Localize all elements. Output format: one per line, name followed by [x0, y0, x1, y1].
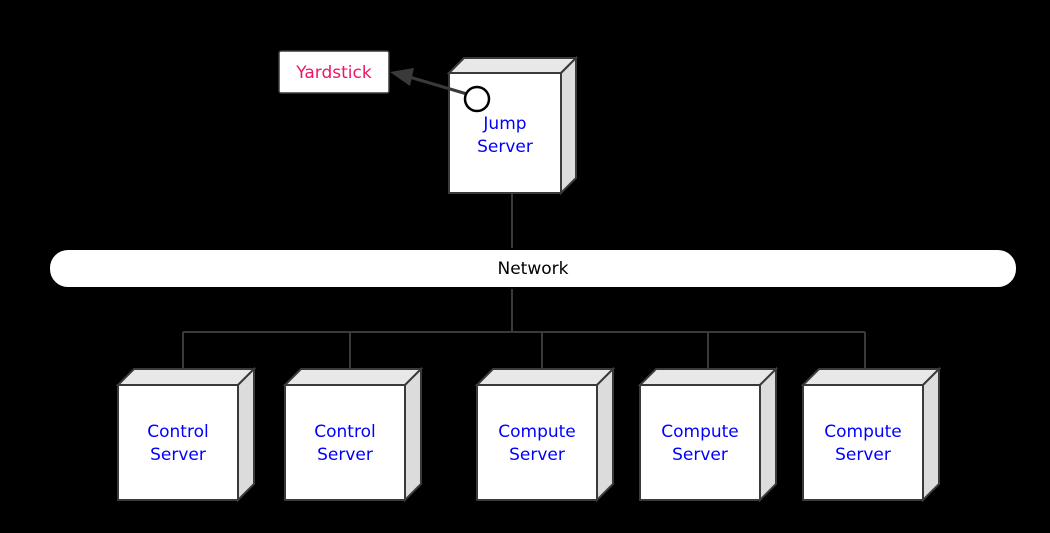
control-server-2-label-line2: Server: [317, 445, 373, 465]
yardstick-dependency-arrow: [390, 68, 468, 96]
yardstick-arrow-shaft: [405, 74, 468, 96]
compute-server-3-box-top: [800, 368, 942, 386]
compute-server-1-node[interactable]: Compute Server: [474, 366, 616, 503]
compute-server-1-box-side: [596, 366, 614, 503]
compute-server-3-box-side: [922, 366, 940, 503]
control-server-1-box-front: [117, 384, 239, 501]
control-server-1-box-top: [115, 368, 257, 386]
control-server-2-box-front: [284, 384, 406, 501]
network-label: Network: [498, 259, 569, 279]
control-server-2-box-top: [282, 368, 424, 386]
control-server-2-box-side: [404, 366, 422, 503]
jump-server-box-top: [446, 57, 579, 74]
network-node[interactable]: Network: [48, 248, 1018, 289]
compute-server-2-box-top: [637, 368, 779, 386]
control-server-1-label-line1: Control: [147, 422, 208, 442]
compute-server-3-label-line1: Compute: [824, 422, 902, 442]
network-bar: [48, 248, 1018, 289]
control-server-1-box-side: [237, 366, 255, 503]
jump-server-node[interactable]: Jump Server: [446, 55, 579, 196]
yardstick-box: [278, 50, 390, 94]
compute-server-2-box-side: [759, 366, 777, 503]
compute-server-1-box-front: [476, 384, 598, 501]
control-server-2-node[interactable]: Control Server: [282, 366, 424, 503]
compute-server-3-label-line2: Server: [835, 445, 891, 465]
control-server-2-label-line1: Control: [314, 422, 375, 442]
compute-server-3-node[interactable]: Compute Server: [800, 366, 942, 503]
yardstick-arrow-head: [390, 68, 414, 86]
compute-server-1-box-top: [474, 368, 616, 386]
interface-connector-icon: [463, 85, 491, 113]
compute-server-2-label-line2: Server: [672, 445, 728, 465]
compute-server-3-box-front: [802, 384, 924, 501]
compute-server-1-label-line1: Compute: [498, 422, 576, 442]
jump-server-box-front: [448, 72, 562, 194]
yardstick-node[interactable]: Yardstick: [278, 50, 390, 94]
jump-server-box-side: [560, 55, 577, 196]
control-server-1-label-line2: Server: [150, 445, 206, 465]
compute-server-2-node[interactable]: Compute Server: [637, 366, 779, 503]
compute-server-1-label-line2: Server: [509, 445, 565, 465]
jump-server-label-line1: Jump: [482, 114, 526, 134]
compute-server-2-label-line1: Compute: [661, 422, 739, 442]
jump-server-label-line2: Server: [477, 137, 533, 157]
control-server-1-node[interactable]: Control Server: [115, 366, 257, 503]
compute-server-2-box-front: [639, 384, 761, 501]
yardstick-label: Yardstick: [295, 63, 372, 83]
